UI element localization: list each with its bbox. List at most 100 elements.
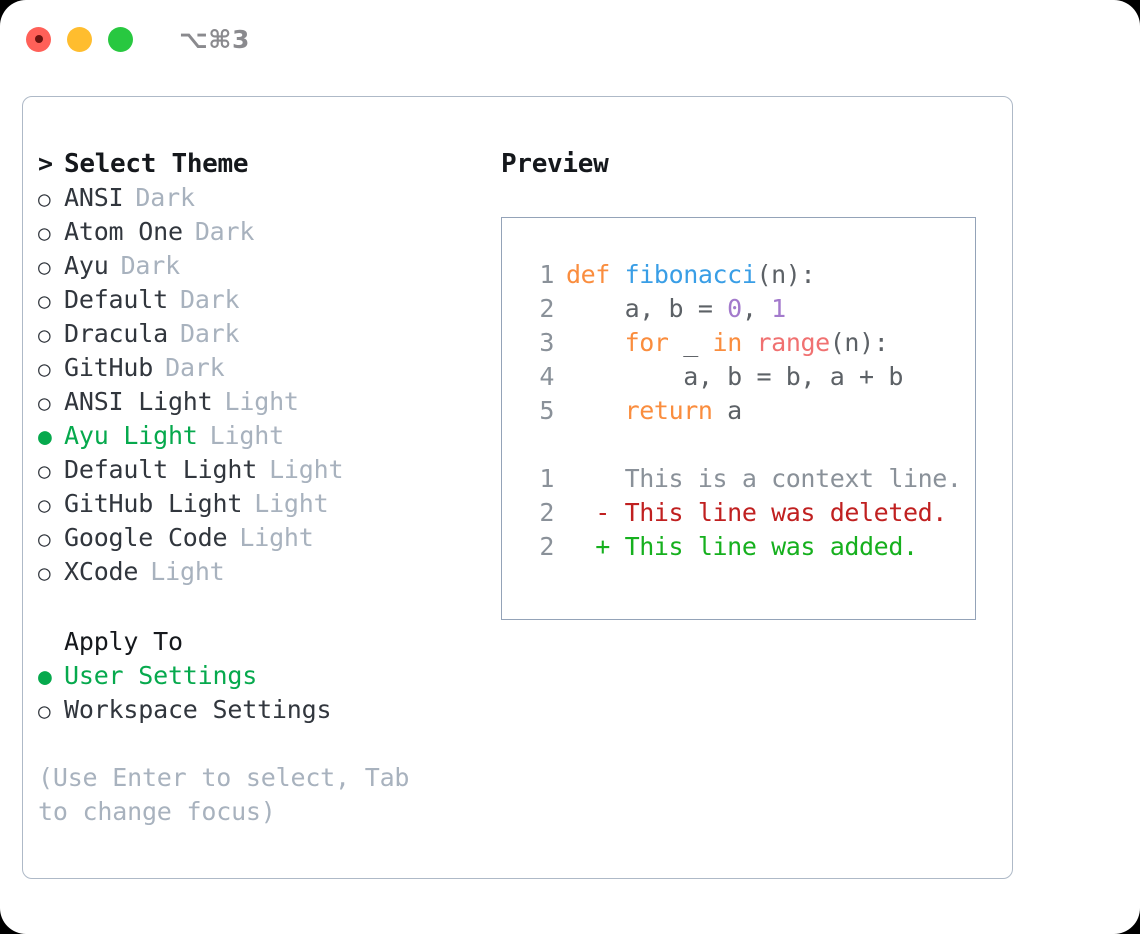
maximize-window-button[interactable] bbox=[108, 26, 133, 52]
code-token: fibonacci bbox=[624, 260, 757, 289]
radio-unselected-icon: ○ bbox=[38, 561, 51, 585]
titlebar: ⌥⌘3 bbox=[0, 0, 1140, 78]
select-theme-heading: > Select Theme bbox=[38, 149, 249, 179]
theme-name: Atom One bbox=[64, 217, 183, 246]
radio-selected-icon: ● bbox=[38, 424, 52, 450]
radio-unselected-icon: ○ bbox=[38, 527, 51, 551]
code-line: 4 a, b = b, a + b bbox=[518, 360, 975, 394]
diff-text: This is a context line. bbox=[566, 464, 962, 493]
code-line: 5 return a bbox=[518, 394, 975, 428]
theme-variant-tag: Dark bbox=[135, 183, 195, 212]
theme-variant-tag: Light bbox=[150, 557, 225, 586]
minimize-window-button[interactable] bbox=[67, 26, 92, 52]
diff-line: 1 This is a context line. bbox=[518, 462, 975, 496]
code-token: return bbox=[624, 396, 713, 425]
radio-unselected-icon: ○ bbox=[38, 493, 51, 517]
code-token: a, b = b, a + b bbox=[566, 362, 903, 391]
code-token bbox=[566, 396, 625, 425]
theme-list-item[interactable]: ○ ANSI Light Light bbox=[38, 385, 498, 419]
theme-variant-tag: Light bbox=[254, 489, 329, 518]
apply-to-option[interactable]: ○ Workspace Settings bbox=[38, 693, 498, 727]
theme-variant-tag: Light bbox=[224, 387, 299, 416]
apply-to-label: User Settings bbox=[64, 661, 258, 690]
code-token: _ bbox=[668, 328, 713, 357]
code-token: in bbox=[712, 328, 743, 357]
line-number: 1 bbox=[539, 260, 554, 289]
apply-to-option[interactable]: ● User Settings bbox=[38, 659, 498, 693]
code-token: for bbox=[624, 328, 669, 357]
code-token: 0 bbox=[727, 294, 742, 323]
code-token bbox=[566, 328, 625, 357]
line-number: 2 bbox=[539, 532, 554, 561]
radio-unselected-icon: ○ bbox=[38, 459, 51, 483]
code-token: , bbox=[741, 294, 772, 323]
theme-list-item[interactable]: ○ GitHub Light Light bbox=[38, 487, 498, 521]
line-number: 3 bbox=[539, 328, 554, 357]
apply-to-label: Workspace Settings bbox=[64, 695, 332, 724]
radio-unselected-icon: ○ bbox=[38, 323, 51, 347]
code-line: 3 for _ in range(n): bbox=[518, 326, 975, 360]
code-token: a bbox=[712, 396, 742, 425]
window-controls bbox=[26, 26, 133, 52]
theme-variant-tag: Light bbox=[239, 523, 314, 552]
diff-text: + This line was added. bbox=[566, 532, 918, 561]
theme-name: GitHub Light bbox=[64, 489, 243, 518]
radio-unselected-icon: ○ bbox=[38, 699, 51, 723]
close-window-button[interactable] bbox=[26, 26, 51, 52]
radio-unselected-icon: ○ bbox=[38, 357, 51, 381]
code-line: 2 a, b = 0, 1 bbox=[518, 292, 975, 326]
line-number: 4 bbox=[539, 362, 554, 391]
theme-list-item[interactable]: ○ Default Dark bbox=[38, 283, 498, 317]
line-number: 5 bbox=[539, 396, 554, 425]
code-token: 1 bbox=[771, 294, 786, 323]
theme-list-item[interactable]: ○ GitHub Dark bbox=[38, 351, 498, 385]
keyboard-shortcut-label: ⌥⌘3 bbox=[179, 24, 250, 54]
theme-name: ANSI Light bbox=[64, 387, 213, 416]
theme-variant-tag: Light bbox=[209, 421, 284, 450]
keyboard-hint: (Use Enter to select, Tab to change focu… bbox=[38, 763, 410, 826]
code-token: a, b = bbox=[566, 294, 728, 323]
radio-unselected-icon: ○ bbox=[38, 255, 51, 279]
theme-name: Ayu bbox=[64, 251, 109, 280]
apply-to-heading: Apply To bbox=[64, 627, 183, 656]
theme-variant-tag: Dark bbox=[194, 217, 255, 246]
apply-to-options: ● User Settings ○ Workspace Settings bbox=[38, 659, 498, 727]
theme-variant-tag: Dark bbox=[165, 353, 225, 382]
theme-name: Default Light bbox=[64, 455, 258, 484]
theme-name: Dracula bbox=[64, 319, 168, 348]
code-token bbox=[742, 328, 757, 357]
theme-name: GitHub bbox=[64, 353, 154, 382]
caret-icon: > bbox=[38, 149, 54, 178]
code-token: range bbox=[756, 328, 831, 357]
line-number: 2 bbox=[539, 294, 554, 323]
preview-heading: Preview bbox=[501, 149, 609, 179]
radio-selected-icon: ● bbox=[38, 664, 52, 690]
radio-unselected-icon: ○ bbox=[38, 391, 51, 415]
theme-list-item[interactable]: ○ Default Light Light bbox=[38, 453, 498, 487]
line-number: 1 bbox=[539, 464, 554, 493]
theme-variant-tag: Dark bbox=[179, 319, 240, 348]
code-token: (n): bbox=[829, 328, 889, 357]
radio-unselected-icon: ○ bbox=[38, 187, 51, 211]
theme-variant-tag: Dark bbox=[120, 251, 181, 280]
radio-unselected-icon: ○ bbox=[38, 289, 51, 313]
theme-name: Default bbox=[64, 285, 168, 314]
theme-variant-tag: Light bbox=[269, 455, 344, 484]
theme-list-item[interactable]: ○ Ayu Dark bbox=[38, 249, 498, 283]
theme-variant-tag: Dark bbox=[179, 285, 240, 314]
diff-text: - This line was deleted. bbox=[566, 498, 947, 527]
diff-line: 2 + This line was added. bbox=[518, 530, 975, 564]
diff-sample: 1 This is a context line. 2 - This line w… bbox=[518, 462, 975, 564]
theme-list-item[interactable]: ○ Dracula Dark bbox=[38, 317, 498, 351]
